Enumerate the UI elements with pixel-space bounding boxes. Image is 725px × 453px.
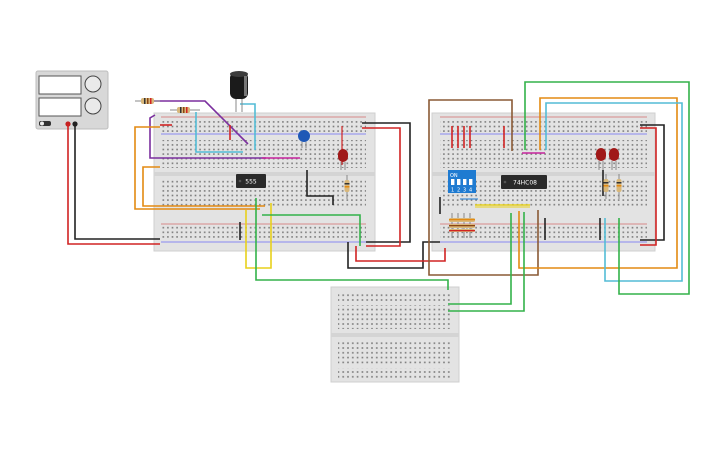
resistor-1[interactable]	[135, 98, 160, 104]
ic-74hc08-label: 74HC08	[513, 180, 537, 187]
dip-toggle-4[interactable]	[469, 179, 473, 185]
dip-pin-3: 3	[463, 188, 466, 194]
resistor-led-left[interactable]	[344, 175, 350, 199]
dip-pin-1: 1	[451, 188, 454, 194]
led-left[interactable]	[338, 149, 348, 170]
current-knob[interactable]	[84, 97, 102, 115]
led-right-1[interactable]	[596, 148, 606, 170]
dip-on-label: ON	[450, 173, 458, 179]
dip-pin-4: 4	[469, 188, 472, 194]
breadboard-small	[330, 286, 460, 383]
ic-74hc08[interactable]: 74HC08	[501, 175, 547, 189]
dip-toggle-3[interactable]	[463, 179, 467, 185]
resistor-led-right-1[interactable]	[603, 174, 609, 199]
electrolytic-capacitor[interactable]	[230, 71, 248, 112]
ic-555[interactable]: 555	[236, 174, 266, 188]
resistor-array-right[interactable]	[449, 213, 475, 238]
breadboard-right-wires	[428, 81, 690, 312]
breadboard-left	[153, 112, 376, 252]
dip-toggle-1[interactable]	[451, 179, 455, 185]
dip-pin-2: 2	[457, 188, 460, 194]
dip-toggle-2[interactable]	[457, 179, 461, 185]
ic-555-label: 555	[245, 179, 257, 186]
resistor-led-right-2[interactable]	[616, 174, 622, 199]
supply-wires	[67, 124, 160, 245]
dip-switch[interactable]: ON 1 2 3 4	[448, 170, 476, 194]
voltage-knob[interactable]	[84, 75, 102, 93]
led-right-2[interactable]	[609, 148, 619, 170]
resistor-2[interactable]	[170, 107, 200, 113]
ceramic-capacitor[interactable]	[298, 130, 310, 148]
power-supply[interactable]	[35, 70, 109, 130]
